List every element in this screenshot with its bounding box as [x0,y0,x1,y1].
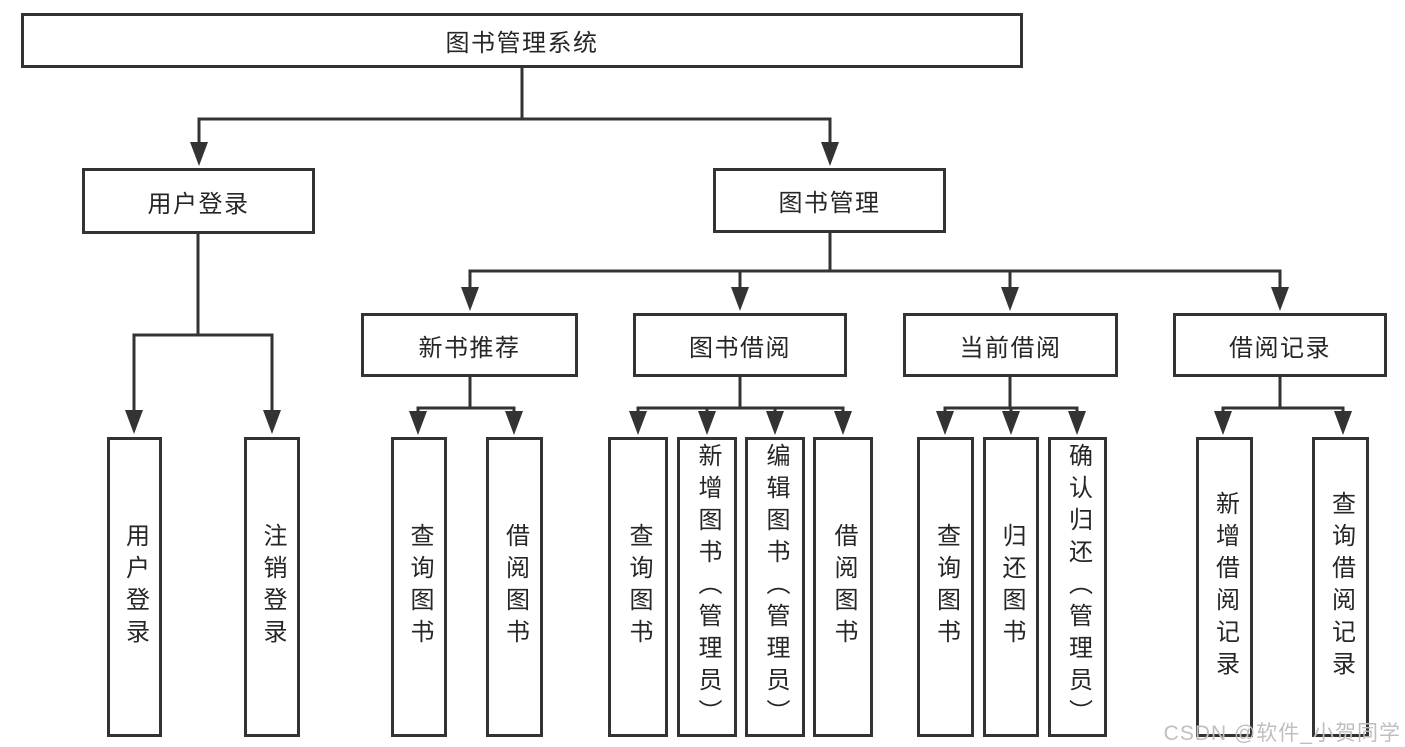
leaf-user-login: 用户登录 [107,437,162,737]
connector-book-borrow-to-leaves [629,377,852,435]
leaf-borrow-add-books-admin: 新增图书（管理员） [677,437,737,737]
connector-book-mgmt-to-level3 [461,233,1289,311]
node-new-book-recommendation: 新书推荐 [361,313,578,377]
csdn-watermark: CSDN @软件_小贺同学 [1163,722,1401,745]
node-user-login: 用户登录 [82,168,315,234]
leaf-records-query-borrow-record: 查询借阅记录 [1312,437,1369,737]
leaf-borrow-borrow-books: 借阅图书 [813,437,873,737]
connector-current-borrow-to-leaves [936,377,1086,435]
leaf-logout-login: 注销登录 [244,437,300,737]
node-borrowing-records: 借阅记录 [1173,313,1387,377]
node-book-management: 图书管理 [713,168,946,233]
connector-borrow-records-to-leaves [1214,377,1352,435]
leaf-newbook-borrow-books: 借阅图书 [486,437,543,737]
connector-user-login-to-leaves [125,234,281,434]
leaf-borrow-edit-books-admin: 编辑图书（管理员） [745,437,805,737]
node-library-management-system: 图书管理系统 [21,13,1023,68]
leaf-newbook-query-books: 查询图书 [391,437,447,737]
leaf-current-confirm-return-admin: 确认归还（管理员） [1048,437,1107,737]
node-current-borrowing: 当前借阅 [903,313,1118,377]
leaf-current-query-books: 查询图书 [917,437,974,737]
leaf-records-add-borrow-record: 新增借阅记录 [1196,437,1253,737]
node-book-borrowing: 图书借阅 [633,313,847,377]
connector-new-book-to-leaves [409,377,523,435]
leaf-current-return-books: 归还图书 [983,437,1039,737]
connector-root-to-level2 [190,67,839,166]
leaf-borrow-query-books: 查询图书 [608,437,668,737]
